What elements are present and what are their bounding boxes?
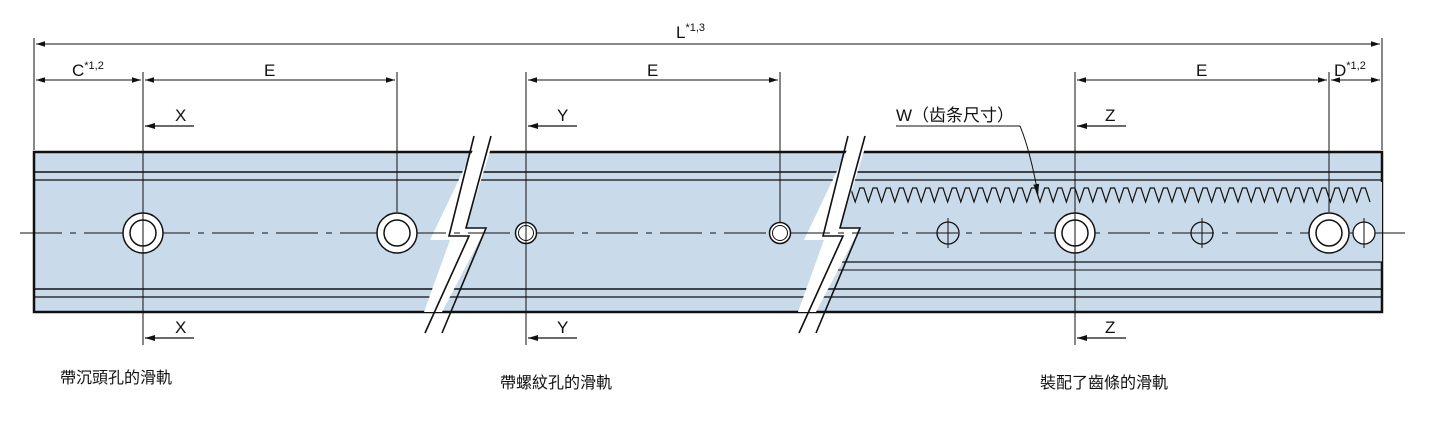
dimension-lines (36, 41, 1380, 83)
e-label-1: E (264, 61, 275, 80)
section-x-label-bottom: X (175, 318, 186, 337)
length-label: L*1,3 (676, 22, 705, 42)
extension-lines (33, 38, 1383, 345)
counterbore-hole (376, 212, 418, 254)
rack-width-leader (896, 125, 1040, 195)
dimension-labels: L*1,3 C*1,2 E E E D*1,2 W（齿条尺寸） (72, 22, 1366, 125)
break-gap-left (424, 135, 492, 334)
rack-hole (1190, 218, 1214, 248)
rack-hole (1352, 218, 1376, 248)
section-y-label-top: Y (557, 106, 568, 125)
e-label-3: E (1196, 61, 1207, 80)
caption-threaded-rail: 帶螺紋孔的滑軌 (500, 373, 612, 392)
d-label: D*1,2 (1334, 60, 1366, 80)
caption-counterbore-rail: 帶沉頭孔的滑軌 (60, 368, 172, 387)
section-z-label-bottom: Z (1105, 318, 1115, 337)
section-arrows (145, 123, 1126, 341)
captions: 帶沉頭孔的滑軌 帶螺紋孔的滑軌 裝配了齒條的滑軌 (60, 368, 1168, 392)
e-label-2: E (647, 61, 658, 80)
section-z-label-top: Z (1105, 106, 1115, 125)
rack-width-label: W（齿条尺寸） (896, 106, 1014, 125)
threaded-hole (768, 221, 792, 245)
counterbore-hole (1308, 212, 1350, 254)
section-y-label-bottom: Y (557, 318, 568, 337)
c-label: C*1,2 (72, 60, 104, 80)
caption-rack-rail: 裝配了齒條的滑軌 (1040, 373, 1168, 392)
section-x-label-top: X (175, 106, 186, 125)
rack-section (836, 182, 1382, 271)
break-gap-right (798, 135, 866, 334)
section-labels: X X Y Y Z Z (175, 106, 1115, 337)
rack-hole (936, 218, 960, 248)
